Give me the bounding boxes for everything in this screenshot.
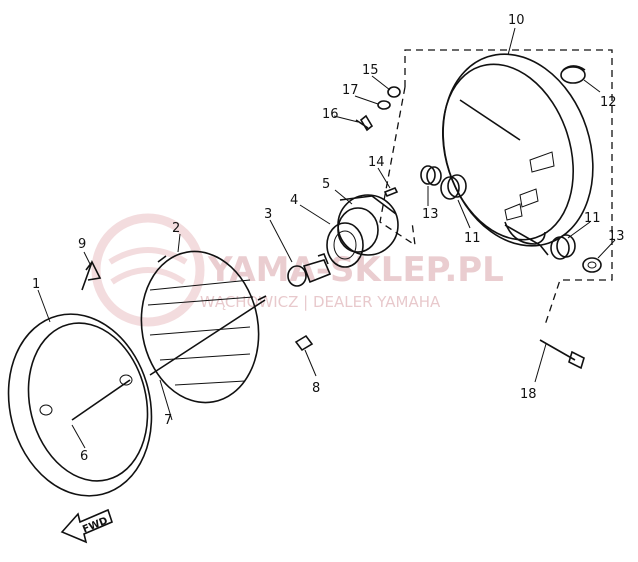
bushing-11-right — [550, 234, 576, 260]
label-part-16: 16 — [322, 107, 339, 122]
spring-clip-9 — [81, 259, 102, 291]
label-part-3: 3 — [264, 207, 272, 222]
label-part-10: 10 — [508, 13, 525, 28]
label-part-5: 5 — [322, 177, 330, 192]
label-part-6: 6 — [80, 449, 88, 464]
nut-8 — [294, 334, 314, 352]
label-part-13-right: 13 — [608, 229, 625, 244]
lens-unit-2 — [140, 250, 267, 404]
label-part-11-right: 11 — [584, 211, 601, 226]
label-part-18: 18 — [520, 387, 537, 402]
nut-13-right — [582, 257, 602, 273]
label-part-9: 9 — [78, 237, 86, 252]
label-part-1: 1 — [32, 277, 40, 292]
screw-16 — [355, 114, 374, 132]
watermark: YAMA-SKLEP.PL WĄCHOWICZ | DEALER YAMAHA — [91, 213, 504, 327]
nut-13-left — [420, 165, 442, 186]
label-part-8: 8 — [312, 381, 320, 396]
label-part-7: 7 — [164, 413, 172, 428]
headlight-housing-shell — [442, 53, 594, 256]
screw-14 — [383, 186, 399, 198]
leader-lines — [37, 27, 616, 449]
label-part-17: 17 — [342, 83, 359, 98]
washer-15 — [387, 86, 401, 98]
bulb-socket-5 — [337, 194, 399, 256]
label-part-15: 15 — [362, 63, 379, 78]
watermark-logo-icon — [91, 213, 205, 327]
label-part-4: 4 — [290, 193, 298, 208]
bulb-3 — [287, 253, 332, 287]
grommet-12 — [560, 65, 586, 84]
label-part-11-left: 11 — [464, 231, 481, 246]
label-part-12: 12 — [600, 95, 617, 110]
part-labels: 1 2 3 4 5 6 7 8 9 10 11 11 12 13 13 14 1… — [32, 13, 625, 464]
watermark-dealer: WĄCHOWICZ | DEALER YAMAHA — [200, 293, 441, 311]
label-part-13-left: 13 — [422, 207, 439, 222]
watermark-brand: YAMA-SKLEP.PL — [207, 250, 504, 290]
headlight-rim-1 — [7, 313, 153, 497]
adjusting-screw-6 — [71, 379, 131, 421]
bushing-11-left — [440, 174, 467, 200]
label-part-2: 2 — [172, 221, 180, 236]
adjusting-screw-7 — [149, 299, 266, 376]
label-part-14: 14 — [368, 155, 385, 170]
washer-17 — [377, 100, 391, 110]
fwd-label: FWD — [81, 515, 109, 535]
socket-cover-4 — [326, 222, 364, 268]
bolt-18 — [539, 339, 585, 370]
fwd-arrow-icon: FWD — [60, 508, 113, 544]
